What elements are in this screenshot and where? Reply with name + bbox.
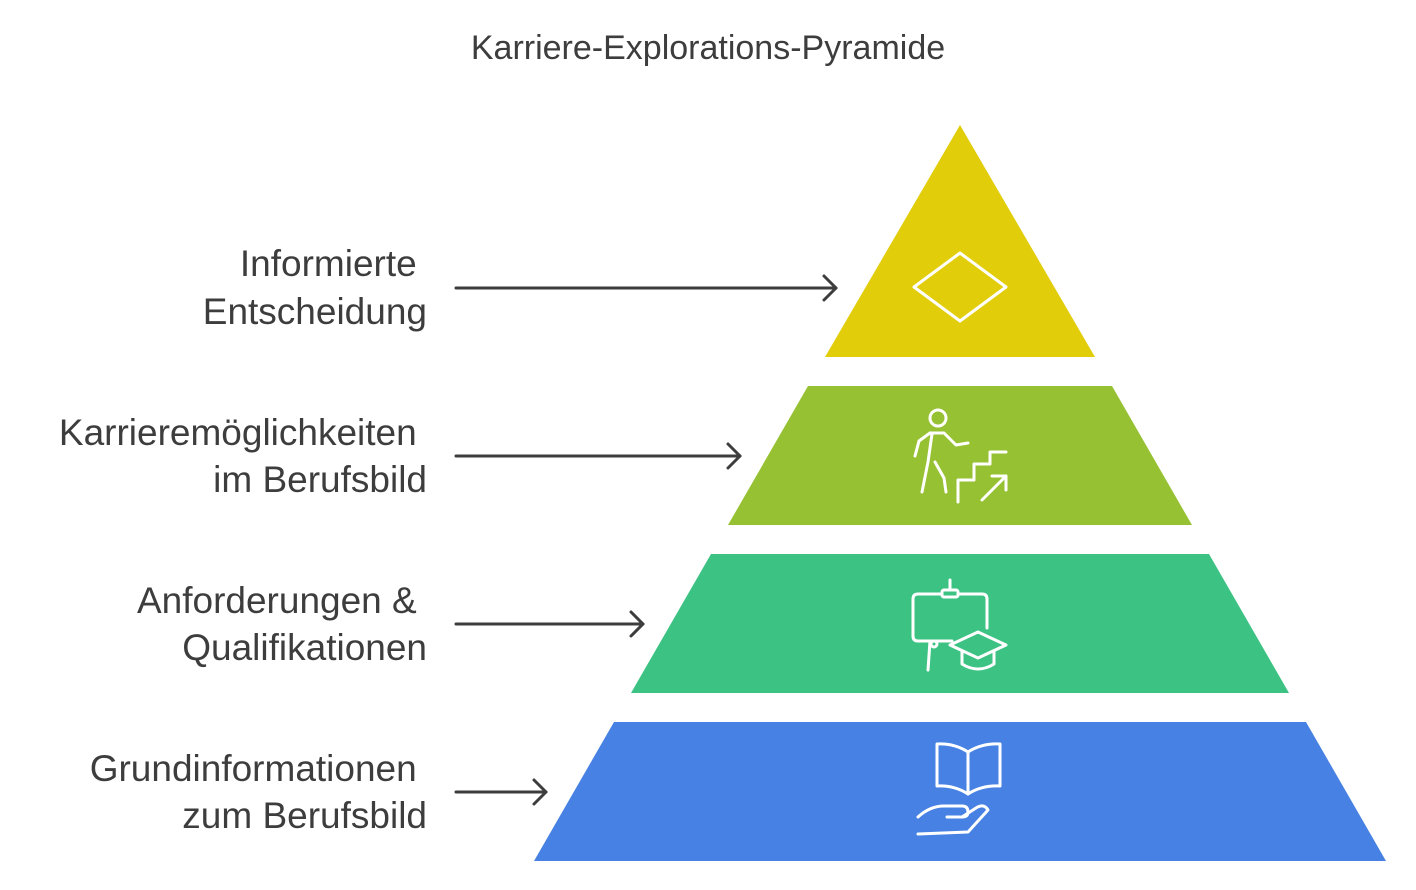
arrow-right-icon xyxy=(454,778,548,806)
pyramid-level-informierte-entscheidung: Informierte Entscheidung xyxy=(203,125,1095,357)
arrow-right-icon xyxy=(454,274,838,302)
pyramid-level-anforderungen: Anforderungen & Qualifikationen xyxy=(137,554,1289,693)
arrow-right-icon xyxy=(454,610,645,638)
pyramid-tier-shape xyxy=(825,125,1095,357)
level-label: Grundinformationen zum Berufsbild xyxy=(90,748,427,836)
level-label: Informierte Entscheidung xyxy=(203,243,427,332)
pyramid-tier-shape xyxy=(631,554,1289,693)
career-climb-icon xyxy=(913,408,1008,504)
level-label: Anforderungen & Qualifikationen xyxy=(137,580,427,668)
presentation-graduation-icon xyxy=(911,578,1008,672)
pyramid-level-karrieremoeglichkeiten: Karrieremöglichkeiten im Berufsbild xyxy=(59,386,1192,525)
arrow-right-icon xyxy=(454,442,742,470)
page-title: Karriere-Explorations-Pyramide xyxy=(471,29,945,67)
diamond-icon xyxy=(912,251,1008,323)
level-label: Karrieremöglichkeiten im Berufsbild xyxy=(59,412,427,500)
pyramid-tier-shape xyxy=(728,386,1192,525)
pyramid-tier-shape xyxy=(534,722,1386,861)
pyramid-level-grundinformationen: Grundinformationen zum Berufsbild xyxy=(90,722,1386,861)
hand-book-icon xyxy=(916,742,1002,836)
